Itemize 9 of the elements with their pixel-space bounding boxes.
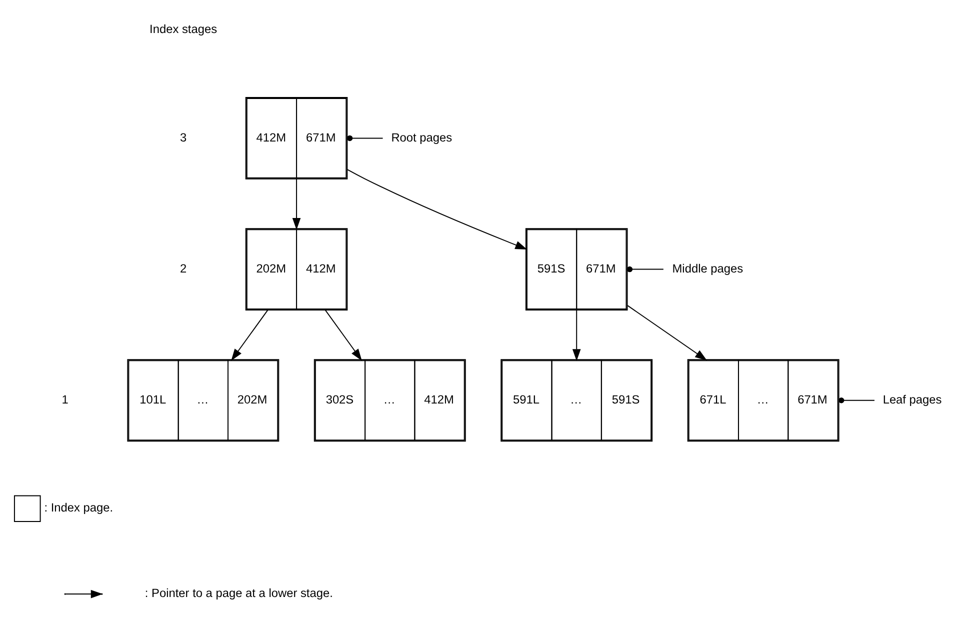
label: 1 <box>61 392 68 406</box>
legend-label: : Pointer to a page at a lower stage. <box>144 586 332 600</box>
node-text: Root pages <box>390 130 452 144</box>
legend-label: : Index page. <box>44 500 113 515</box>
label: 2 <box>179 261 186 276</box>
node-text: Middle pages <box>672 261 743 276</box>
label: 3 <box>179 130 186 144</box>
node-text: Leaf pages <box>882 392 942 406</box>
label: Index stages <box>149 22 217 36</box>
